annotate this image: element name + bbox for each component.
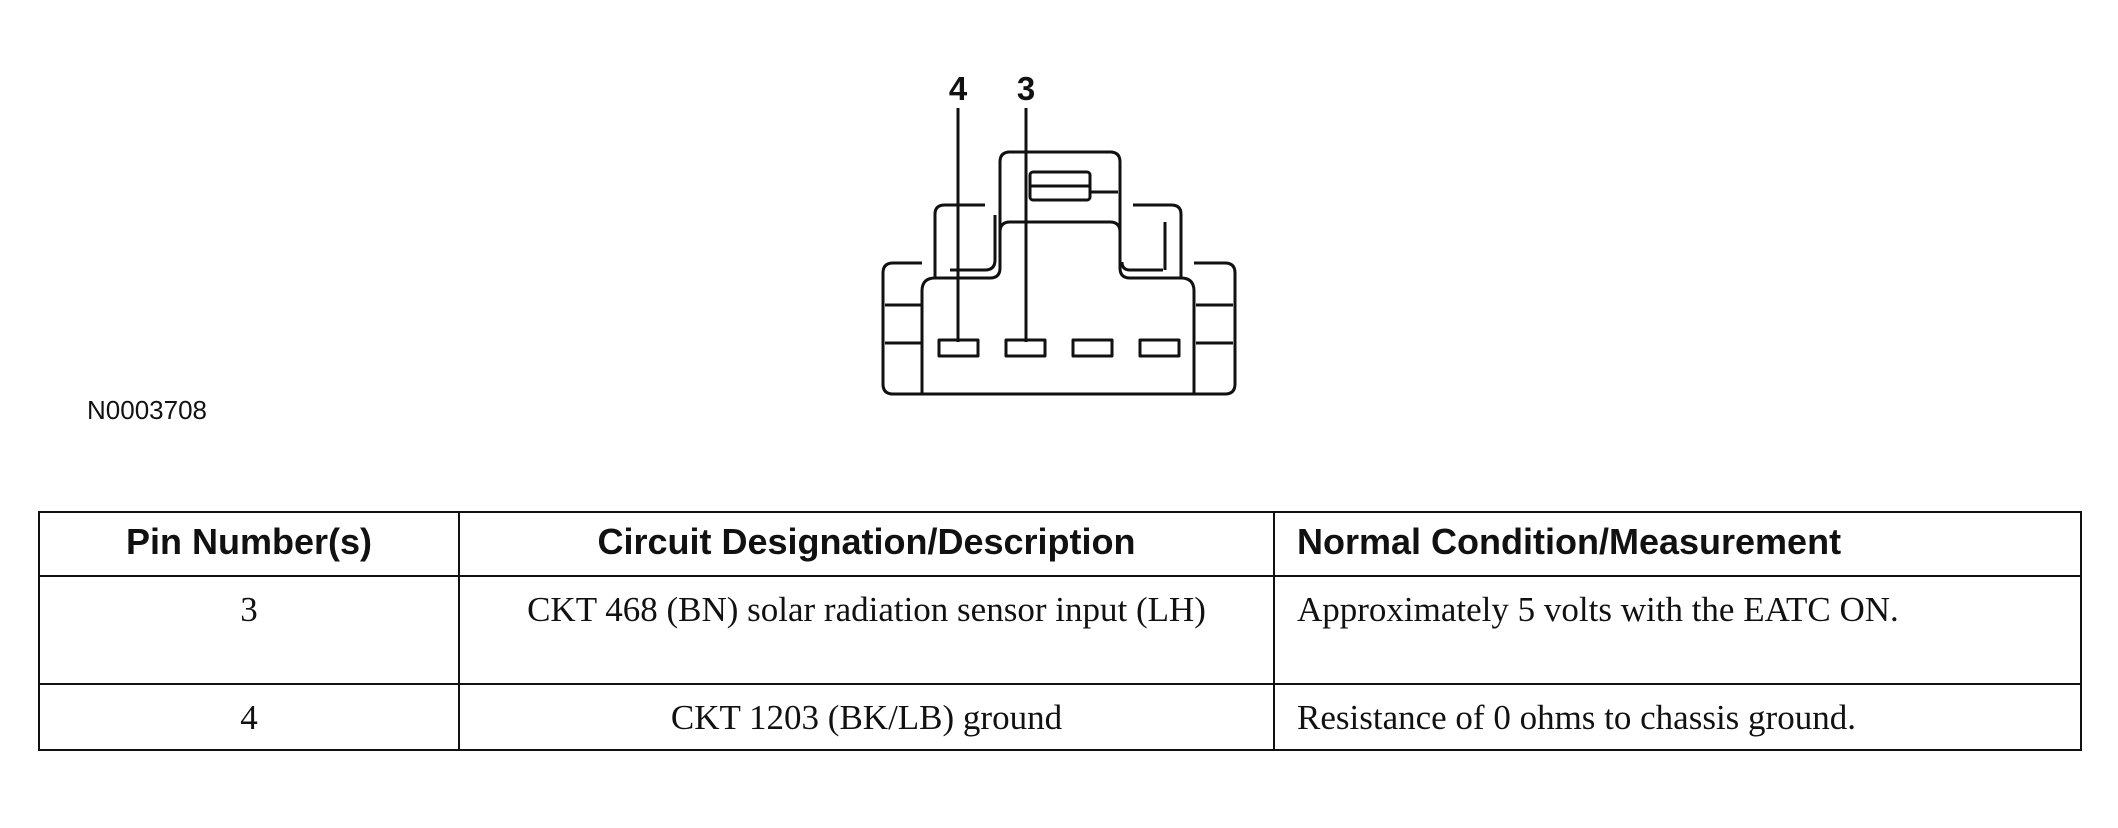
lock-tab (998, 150, 1122, 232)
connector-step-outline (933, 203, 985, 278)
cell-pin: 3 (38, 575, 460, 685)
header-normal-condition: Normal Condition/Measurement (1273, 511, 2082, 577)
cell-condition: Approximately 5 volts with the EATC ON. (1273, 575, 2082, 685)
header-pin-numbers: Pin Number(s) (38, 511, 460, 577)
connector-diagram: 4 3 (881, 70, 1237, 396)
pin-label-3: 3 (1017, 70, 1035, 107)
pin-cavity-2 (1071, 338, 1114, 358)
pin-table: Pin Number(s) Circuit Designation/Descri… (38, 511, 2082, 751)
header-circuit-description: Circuit Designation/Description (458, 511, 1275, 577)
table-row: 3 CKT 468 (BN) solar radiation sensor in… (38, 575, 2082, 685)
connector-step-outline-right (1133, 203, 1183, 278)
pin-label-4: 4 (949, 70, 968, 107)
cell-circuit: CKT 468 (BN) solar radiation sensor inpu… (458, 575, 1275, 685)
cell-circuit: CKT 1203 (BK/LB) ground (458, 683, 1275, 751)
table-header-row: Pin Number(s) Circuit Designation/Descri… (38, 511, 2082, 577)
left-side-tab (881, 261, 922, 396)
pin-cavity-1 (1138, 338, 1181, 358)
cell-pin: 4 (38, 683, 460, 751)
figure-id: N0003708 (87, 395, 207, 425)
right-side-tab (1194, 261, 1237, 396)
connector-body (920, 220, 1196, 396)
pin-cavity-4 (937, 338, 980, 358)
cell-condition: Resistance of 0 ohms to chassis ground. (1273, 683, 2082, 751)
pin-cavity-3 (1004, 338, 1047, 358)
table-row: 4 CKT 1203 (BK/LB) ground Resistance of … (38, 683, 2082, 751)
